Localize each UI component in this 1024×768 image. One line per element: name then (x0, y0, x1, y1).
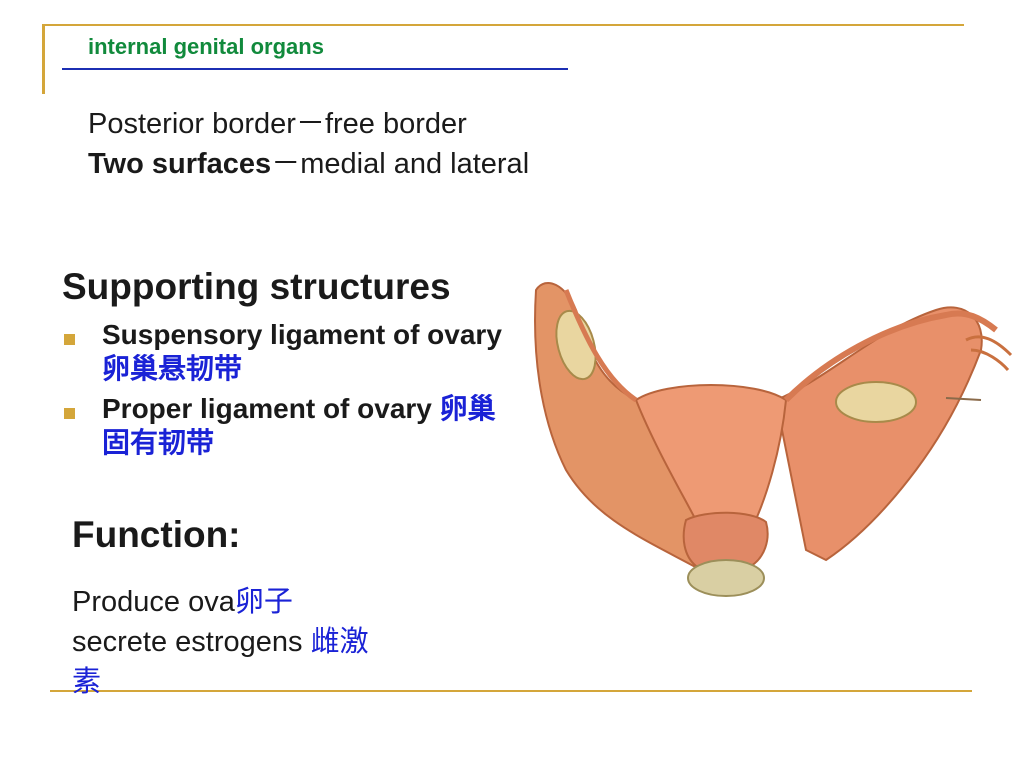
list-item-english: Suspensory ligament of ovary (102, 319, 502, 350)
list-item: Proper ligament of ovary 卵巢固有韧带 (62, 392, 512, 460)
function-heading: Function: (72, 514, 241, 555)
frame-left-line (42, 24, 45, 94)
slide-title: internal genital organs (88, 34, 324, 59)
surfaces-value: medial and lateral (300, 148, 530, 180)
function-text: Produce ova卵子 secrete estrogens 雌激素 (72, 582, 392, 702)
broad-ligament-right (774, 306, 983, 562)
list-item-english: Proper ligament of ovary (102, 393, 440, 424)
borders-text: Posterior border－free border Two surface… (88, 104, 548, 184)
supporting-structures-heading: Supporting structures (62, 266, 451, 307)
uterus-ovaries-illustration (534, 281, 1013, 597)
probe-line (945, 397, 982, 401)
supporting-structures-list: Suspensory ligament of ovary 卵巢悬韧带 Prope… (62, 318, 512, 466)
list-item-chinese: 卵巢固有韧带 (102, 393, 496, 458)
square-bullet-icon (64, 334, 75, 345)
frame-top-line (42, 24, 964, 26)
posterior-border-dash: － (295, 108, 325, 140)
cervix (682, 511, 769, 597)
posterior-border-value: free border (324, 108, 467, 140)
left-ovary (555, 309, 597, 381)
list-item: Suspensory ligament of ovary 卵巢悬韧带 (62, 318, 512, 386)
right-ovary (835, 381, 917, 423)
function-line2-chinese: 雌激素 (72, 626, 369, 698)
title-underline (62, 68, 568, 70)
posterior-border-label: Posterior border (88, 108, 296, 140)
function-line1-chinese: 卵子 (234, 586, 293, 618)
frame-bottom-line (50, 690, 972, 692)
surfaces-dash: － (271, 148, 301, 180)
surfaces-label: Two surfaces (88, 148, 272, 180)
square-bullet-icon (64, 408, 75, 419)
function-line1-english: Produce ova (72, 586, 235, 618)
left-uterine-tube (563, 289, 638, 403)
list-item-chinese: 卵巢悬韧带 (102, 353, 243, 384)
function-line2-english: secrete estrogens (72, 626, 311, 658)
right-uterine-tube (783, 310, 1013, 403)
